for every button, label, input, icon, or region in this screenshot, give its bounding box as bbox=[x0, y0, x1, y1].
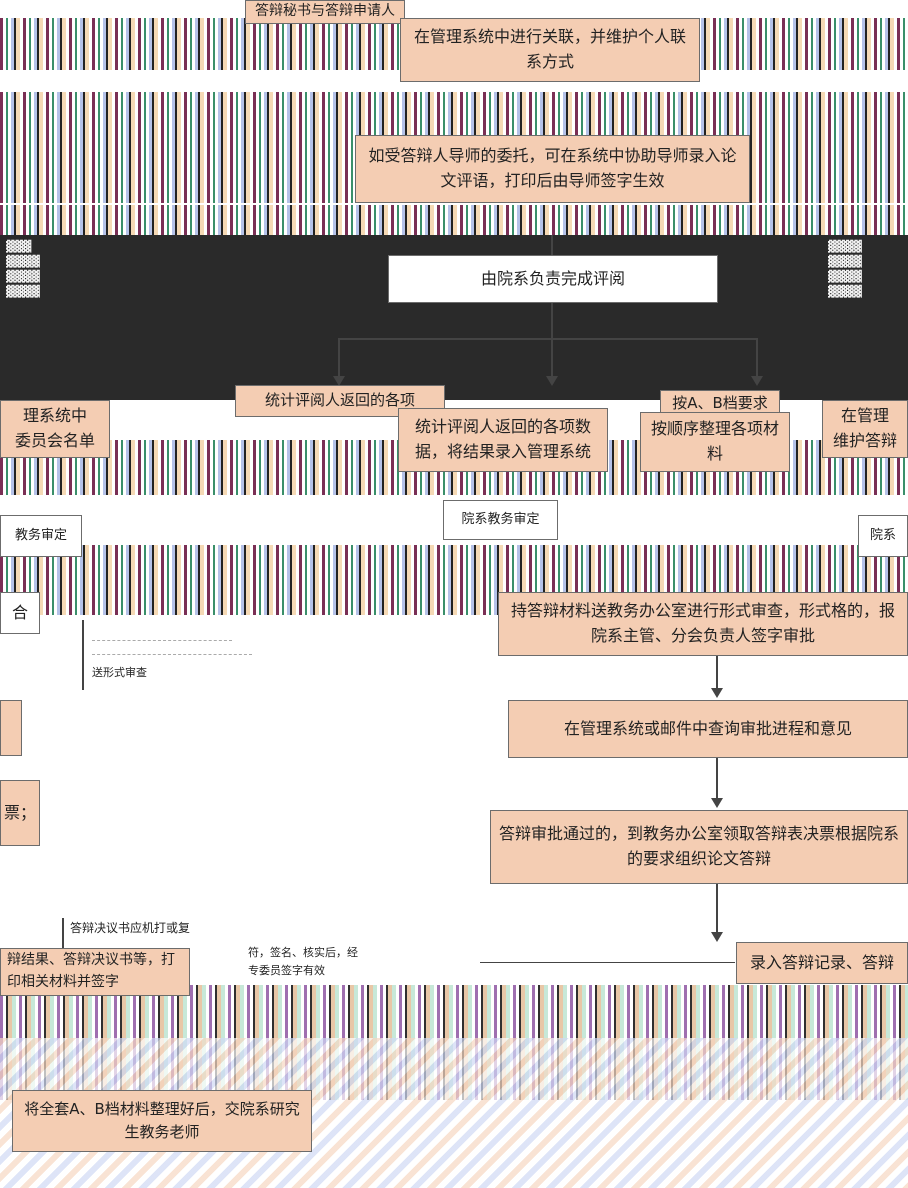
approval-center: 院系教务审定 bbox=[443, 500, 558, 540]
stat-box: 统计评阅人返回的各项数据，将结果录入管理系统 bbox=[398, 408, 608, 472]
approval-right: 院系 bbox=[858, 515, 908, 557]
final-box: 将全套A、B档材料整理好后，交院系研究生教务老师 bbox=[12, 1090, 312, 1152]
approval-left: 教务审定 bbox=[0, 515, 82, 557]
receive-box: 答辩审批通过的，到教务办公室领取答辩表决票根据院系的要求组织论文答辩 bbox=[490, 810, 908, 884]
left-dark-note: ▓▓▓▓▓▓▓▓▓▓▓▓▓▓▓ bbox=[6, 240, 40, 298]
top-partial-label: 答辩秘书与答辩申请人 bbox=[245, 0, 405, 24]
noise-band-row2 bbox=[0, 92, 908, 130]
dotted-line bbox=[92, 654, 252, 655]
noise-band-row4 bbox=[0, 205, 908, 235]
connector bbox=[480, 962, 735, 963]
connector bbox=[551, 235, 553, 255]
side-bracket bbox=[82, 620, 84, 690]
right-cut-box: 在管理 维护答辩 bbox=[822, 400, 908, 458]
arrow-head bbox=[711, 798, 723, 808]
result-box: 辩结果、答辩决议书等，打印相关材料并签字 bbox=[0, 948, 190, 996]
connector bbox=[716, 884, 718, 934]
record-box: 录入答辩记录、答辩 bbox=[736, 942, 908, 984]
query-box: 在管理系统或邮件中查询审批进程和意见 bbox=[508, 700, 908, 758]
defense-note-2: 符，签名、核实后，经 bbox=[248, 946, 358, 959]
connector bbox=[338, 338, 340, 378]
defense-note: 答辩决议书应机打或复 bbox=[70, 921, 191, 935]
left-cut-peach bbox=[0, 700, 22, 756]
review-box: 由院系负责完成评阅 bbox=[388, 255, 718, 303]
arrow-head bbox=[711, 688, 723, 698]
right-dark-note: ▓▓▓▓▓▓▓▓▓▓▓▓▓▓▓▓ bbox=[828, 240, 862, 298]
connector bbox=[551, 338, 553, 378]
arrow-head bbox=[751, 376, 763, 386]
connector bbox=[756, 338, 758, 378]
dotted-line bbox=[92, 640, 232, 641]
left-cut-mid: 合 bbox=[0, 592, 40, 634]
defense-note-3: 专委员签字有效 bbox=[248, 964, 325, 977]
link-box: 在管理系统中进行关联，并维护个人联系方式 bbox=[400, 18, 700, 82]
side-note: 送形式审查 bbox=[92, 666, 147, 679]
submit-box: 持答辩材料送教务办公室进行形式审查，形式格的，报院系主管、分会负责人签字审批 bbox=[498, 592, 908, 656]
arrow-head bbox=[333, 376, 345, 386]
assist-box: 如受答辩人导师的委托，可在系统中协助导师录入论文评语，打印后由导师签字生效 bbox=[355, 135, 750, 203]
left-cut-low: 票； bbox=[0, 780, 40, 846]
arrow-head bbox=[546, 376, 558, 386]
connector bbox=[338, 338, 758, 340]
sort-box: 按顺序整理各项材料 bbox=[640, 412, 790, 472]
note-bracket bbox=[62, 918, 64, 948]
left-cut-box: 理系统中 委员会名单 bbox=[0, 400, 110, 458]
connector bbox=[551, 303, 553, 338]
connector bbox=[716, 656, 718, 690]
arrow-head bbox=[711, 932, 723, 942]
connector bbox=[716, 758, 718, 800]
